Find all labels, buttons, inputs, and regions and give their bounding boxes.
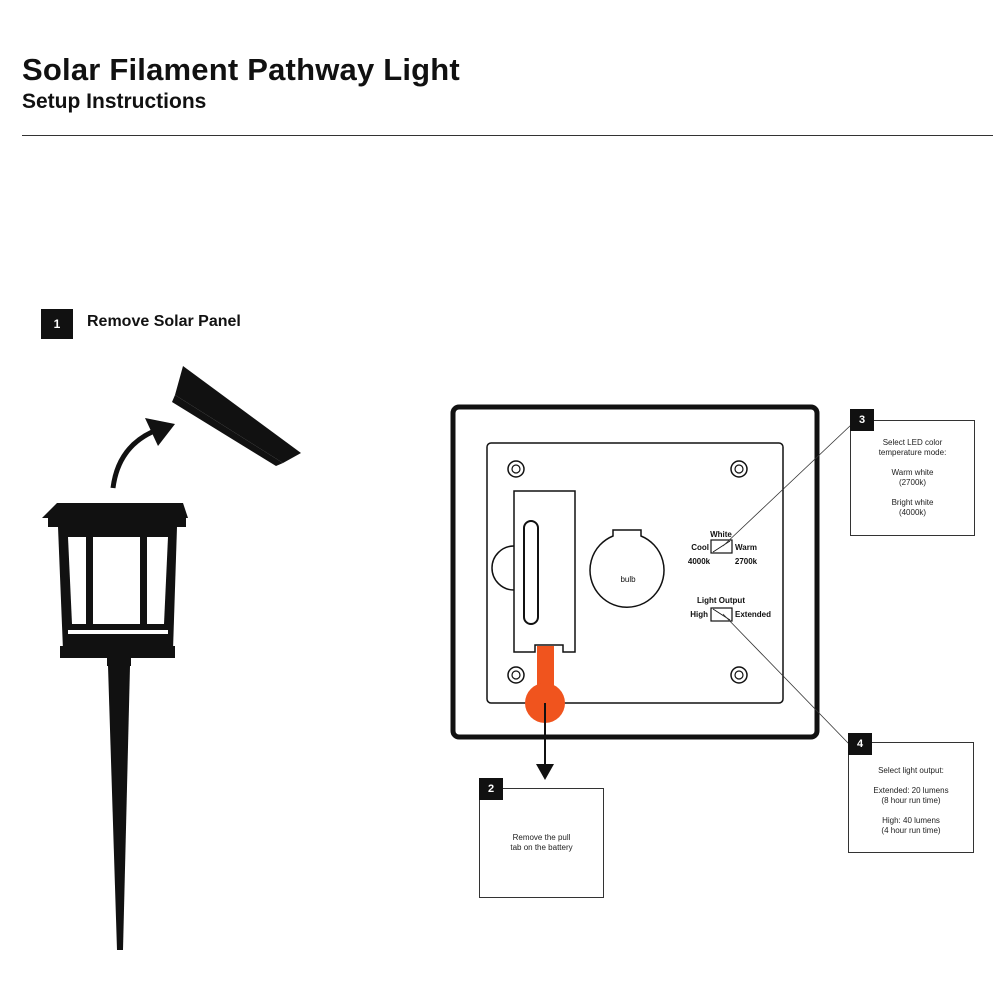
pathway-light-illustration [42,503,188,950]
step-2-text: Remove the pull tab on the battery [510,833,573,852]
screw-icon [730,460,748,478]
step-3-option-bright: Bright white (4000k) [891,498,934,517]
color-switch-right-value: 2700k [735,557,758,566]
screw-icon [507,460,525,478]
callout-step-2: Remove the pull tab on the battery [479,788,604,898]
callout-step-4: Select light output: Extended: 20 lumens… [848,742,974,853]
solar-panel-top [175,366,301,463]
remove-arrow-head [145,418,175,446]
lamp-glass-left [68,537,86,624]
color-switch-right-label: Warm [735,543,757,552]
bulb-socket [589,529,665,608]
lamp-ground-stake [108,666,130,950]
step-3-option-warm: Warm white (2700k) [891,468,934,487]
battery-side-bump [491,545,515,591]
lamp-glass-right [147,537,168,624]
lamp-crossbar-gap [68,630,168,634]
pull-tab-arrow-head [536,764,554,780]
step-1-label: Remove Solar Panel [87,313,241,330]
switch-slash [712,540,731,553]
output-switch-title: Light Output [697,596,745,605]
callout-4-leader [722,613,851,746]
solar-panel-illustration [172,366,301,466]
step-2-badge: 2 [479,778,503,800]
lamp-cap-lip [48,518,186,527]
lamp-top-cap [42,503,188,518]
step-3-heading: Select LED color temperature mode: [878,438,947,457]
battery-compartment: bulb White Cool Warm 4000k 2700k Light O… [450,404,820,740]
battery-pull-tab[interactable] [537,646,554,694]
remove-arrow-curve [110,429,154,489]
callout-3-leader [722,424,852,547]
solar-panel-side [172,395,283,466]
battery-slot [523,520,539,625]
color-switch-left-label: Cool [691,543,709,552]
callout-step-3: Select LED color temperature mode: Warm … [850,420,975,536]
color-switch-left-value: 4000k [688,557,711,566]
page-subtitle: Setup Instructions [22,90,207,113]
lamp-base [60,646,175,658]
color-switch-title: White [710,530,732,539]
output-switch-left-label: High [690,610,708,619]
step-4-option-high: High: 40 lumens (4 hour run time) [881,816,941,835]
lamp-glass-center [93,537,140,624]
screw-icon [507,666,525,684]
step-4-badge: 4 [848,733,872,755]
bulb-label: bulb [620,575,636,584]
step-4-heading: Select light output: [878,766,944,775]
step-1-badge: 1 [41,309,73,339]
header-divider [22,135,993,136]
page-title: Solar Filament Pathway Light [22,52,460,87]
output-switch-right-label: Extended [735,610,771,619]
step-3-badge: 3 [850,409,874,431]
lamp-stake-collar [107,658,131,666]
screw-icon [730,666,748,684]
step-4-option-extended: Extended: 20 lumens (8 hour run time) [873,786,949,805]
